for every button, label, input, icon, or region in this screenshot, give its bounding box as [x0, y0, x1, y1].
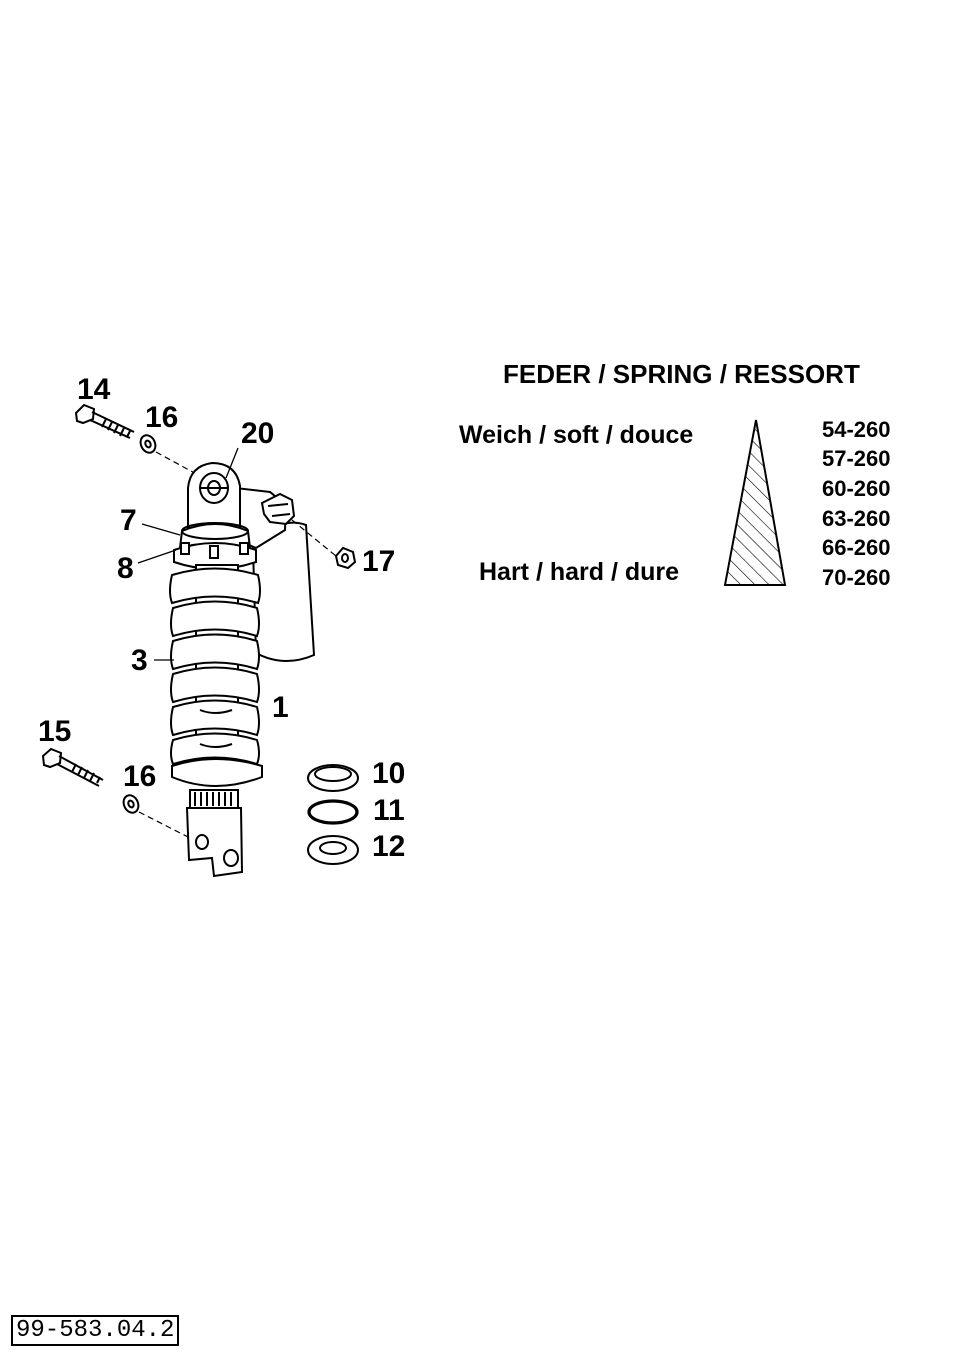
main-spring [169, 567, 261, 766]
spring-seat-bottom [171, 758, 263, 787]
callout-17: 17 [362, 545, 395, 578]
bolt-14 [74, 403, 135, 439]
part-11-o-ring [307, 799, 359, 825]
spring-rate-item: 66-260 [822, 535, 891, 560]
spring-rate-table: FEDER / SPRING / RESSORT Weich / soft / … [459, 359, 891, 590]
leader-lines [137, 447, 239, 661]
hard-label: Hart / hard / dure [479, 558, 679, 586]
spring-rate-item: 54-260 [822, 417, 891, 442]
callout-12: 12 [372, 830, 405, 863]
bottom-clevis [185, 789, 244, 878]
washer-16-top [139, 434, 157, 454]
top-mount-eye [187, 461, 241, 529]
callout-3: 3 [131, 644, 148, 677]
callout-16-top: 16 [145, 401, 178, 434]
drawing-number: 99-583.04.2 [11, 1315, 180, 1346]
part-10-cap [307, 764, 359, 792]
spring-rate-list: 54-260 57-260 60-260 63-260 66-260 70-26… [822, 417, 891, 590]
stiffness-wedge [723, 419, 787, 586]
spring-seat-top [173, 522, 257, 570]
spring-rate-item: 63-260 [822, 506, 891, 531]
callout-20: 20 [241, 417, 274, 450]
callout-numbers: 14 16 20 7 8 17 3 1 15 16 10 11 12 [38, 373, 405, 863]
callout-16-bottom: 16 [123, 760, 156, 793]
callout-1: 1 [272, 691, 289, 724]
nut-17 [334, 546, 357, 570]
callout-7: 7 [120, 504, 137, 537]
spring-rate-item: 60-260 [822, 476, 891, 501]
callout-11: 11 [373, 794, 405, 827]
spring-table-title: FEDER / SPRING / RESSORT [503, 359, 860, 389]
callout-10: 10 [372, 757, 405, 790]
spring-rate-item: 70-260 [822, 565, 891, 590]
washer-16-bottom [122, 794, 140, 814]
bolt-15 [41, 747, 104, 787]
spring-rate-item: 57-260 [822, 446, 891, 471]
callout-15: 15 [38, 715, 71, 748]
part-12-seal [307, 835, 359, 865]
callout-14: 14 [77, 373, 111, 406]
soft-label: Weich / soft / douce [459, 421, 693, 449]
callout-8: 8 [117, 552, 134, 585]
